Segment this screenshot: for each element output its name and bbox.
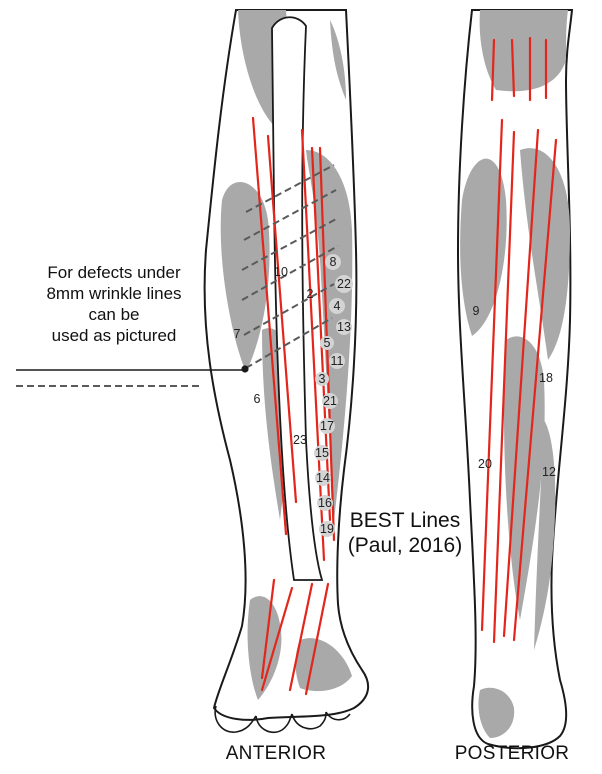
marker-label: 3	[319, 372, 326, 386]
marker-label: 4	[334, 299, 341, 313]
marker-label: 20	[478, 457, 492, 471]
anterior-view-label: ANTERIOR	[196, 743, 356, 765]
defect-note-line-4: used as pictured	[6, 325, 222, 346]
best-lines-title: BEST Lines	[330, 508, 480, 533]
best-lines-citation: (Paul, 2016)	[330, 533, 480, 558]
marker-label: 9	[473, 304, 480, 318]
marker-label: 15	[315, 446, 329, 460]
marker-label: 5	[324, 336, 331, 350]
marker-label: 13	[337, 320, 351, 334]
posterior-view-label: POSTERIOR	[432, 743, 592, 765]
marker-label: 7	[234, 327, 241, 341]
marker-label: 22	[337, 277, 351, 291]
marker-label: 6	[254, 392, 261, 406]
defect-note-line-2: 8mm wrinkle lines	[6, 283, 222, 304]
anterior-leg: 8 22 4 13 5 11 3 21 17 15 14 16 19 10 2 …	[205, 10, 369, 732]
marker-label: 11	[331, 354, 344, 368]
marker-label: 8	[330, 255, 337, 269]
defect-note-line-3: can be	[6, 304, 222, 325]
marker-label: 2	[307, 287, 314, 301]
marker-label: 14	[316, 471, 330, 485]
marker-label: 21	[323, 394, 337, 408]
marker-label: 17	[320, 419, 334, 433]
marker-label: 18	[539, 371, 553, 385]
defect-note: For defects under 8mm wrinkle lines can …	[6, 262, 222, 346]
marker-label: 12	[542, 465, 556, 479]
defect-note-line-1: For defects under	[6, 262, 222, 283]
pointer-dot	[241, 365, 248, 372]
posterior-leg: 9 18 20 12	[458, 10, 572, 748]
best-lines-label: BEST Lines (Paul, 2016)	[330, 508, 480, 558]
marker-label: 23	[293, 433, 307, 447]
marker-label: 10	[274, 265, 288, 279]
